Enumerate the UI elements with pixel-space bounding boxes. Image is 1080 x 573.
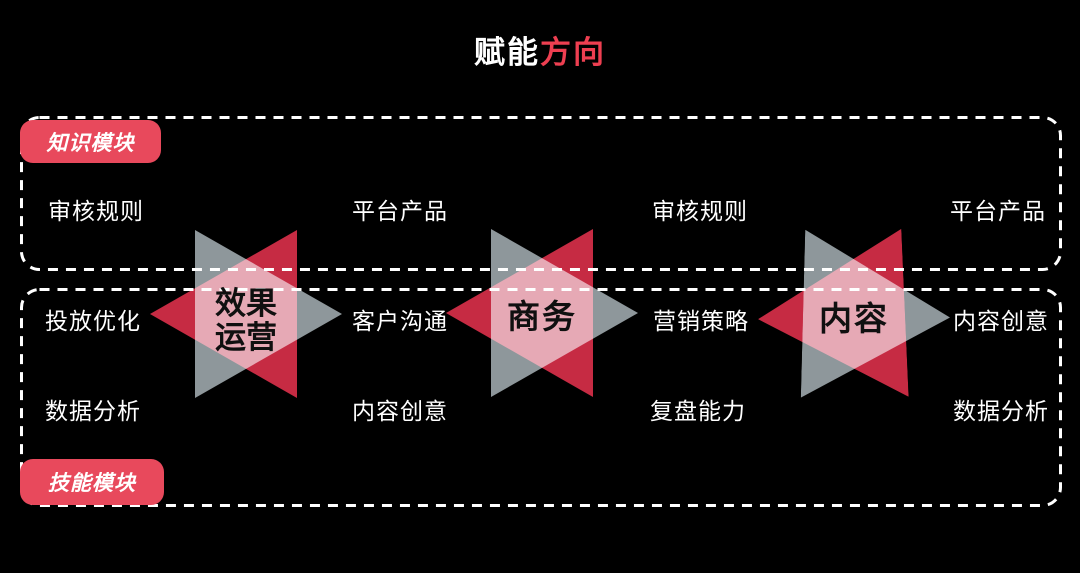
star-label-content: 内容 [756, 228, 952, 402]
knowledge-item: 审核规则 [652, 198, 748, 224]
knowledge-module-badge-label: 知识模块 [46, 131, 135, 155]
star-label-line: 商务 [507, 297, 577, 335]
star-label-line: 效果 [215, 285, 277, 321]
skill-module-badge-label: 技能模块 [48, 472, 136, 495]
skill-item: 营销策略 [653, 308, 749, 334]
skill-item: 内容创意 [953, 308, 1049, 334]
page-title: 赋能方向 [0, 27, 1080, 72]
star-label-line: 运营 [215, 320, 277, 355]
skill-item: 复盘能力 [650, 398, 746, 424]
title-text-red: 方向 [540, 35, 606, 70]
title-text-white: 赋能 [474, 35, 540, 70]
star-label-business: 商务 [444, 226, 640, 400]
skill-module-border [20, 288, 1062, 507]
skill-module-badge: 技能模块 [20, 459, 164, 505]
knowledge-module-badge: 知识模块 [20, 120, 161, 163]
skill-item: 数据分析 [45, 398, 141, 424]
knowledge-item: 平台产品 [352, 198, 448, 224]
skill-item: 内容创意 [352, 398, 448, 424]
skill-item: 数据分析 [953, 398, 1049, 424]
star-label-line: 内容 [819, 299, 889, 337]
knowledge-item: 审核规则 [48, 198, 144, 224]
skill-item: 投放优化 [45, 308, 141, 334]
knowledge-item: 平台产品 [950, 198, 1046, 224]
star-label-effect-operations: 效果 运营 [148, 227, 344, 401]
skill-item: 客户沟通 [352, 308, 448, 334]
